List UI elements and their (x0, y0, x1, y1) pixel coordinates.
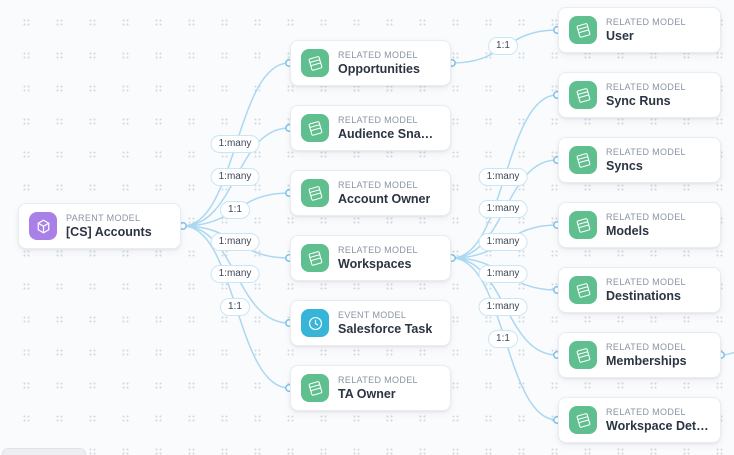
stack-icon (569, 146, 597, 174)
node-name: Destinations (606, 288, 682, 303)
node-type-label: RELATED MODEL (606, 276, 686, 287)
node-name: TA Owner (338, 386, 396, 401)
bottom-left-panel[interactable] (2, 448, 86, 455)
node-name: Workspaces (338, 256, 412, 271)
cube-icon (29, 212, 57, 240)
node-type-label: RELATED MODEL (606, 16, 686, 27)
edge-cardinality-label: 1:many (210, 233, 260, 251)
node-type-label: RELATED MODEL (338, 114, 418, 125)
node-name: [CS] Accounts (66, 224, 152, 239)
node-type-label: RELATED MODEL (606, 211, 686, 222)
node-type-label: RELATED MODEL (606, 81, 686, 92)
node-name: Models (606, 223, 650, 238)
node-type-label: RELATED MODEL (606, 406, 686, 417)
edge-cardinality-label: 1:many (478, 298, 528, 316)
edge-cardinality-label: 1:many (478, 168, 528, 186)
node-name: Sync Runs (606, 93, 671, 108)
node-sync-runs[interactable]: RELATED MODEL Sync Runs (558, 72, 721, 118)
stack-icon (301, 49, 329, 77)
node-type-label: RELATED MODEL (606, 341, 686, 352)
stack-icon (301, 374, 329, 402)
stack-icon (301, 179, 329, 207)
stack-icon (301, 244, 329, 272)
node-type-label: RELATED MODEL (338, 49, 418, 60)
node-name: Memberships (606, 353, 687, 368)
node-opportunities[interactable]: RELATED MODEL Opportunities (290, 40, 451, 86)
node-type-label: PARENT MODEL (66, 212, 141, 223)
edge-cardinality-label: 1:1 (220, 298, 250, 316)
node-models[interactable]: RELATED MODEL Models (558, 202, 721, 248)
edge-cardinality-label: 1:1 (220, 201, 250, 219)
node-name: User (606, 28, 634, 43)
edge-cardinality-label: 1:many (210, 265, 260, 283)
edge-cardinality-label: 1:many (210, 135, 260, 153)
node-salesforce-task[interactable]: EVENT MODEL Salesforce Task (290, 300, 451, 346)
edge-cardinality-label: 1:1 (488, 37, 518, 55)
edge-cardinality-label: 1:many (210, 168, 260, 186)
node-name: Account Owner (338, 191, 431, 206)
node-user[interactable]: RELATED MODEL User (558, 7, 721, 53)
node-cs-accounts[interactable]: PARENT MODEL [CS] Accounts (18, 203, 181, 249)
stack-icon (569, 81, 597, 109)
node-name: Opportunities (338, 61, 420, 76)
node-type-label: RELATED MODEL (338, 374, 418, 385)
node-account-owner[interactable]: RELATED MODEL Account Owner (290, 170, 451, 216)
node-workspaces[interactable]: RELATED MODEL Workspaces (290, 235, 451, 281)
edge-cardinality-label: 1:many (478, 233, 528, 251)
stack-icon (569, 276, 597, 304)
node-name: Audience Snapshot (338, 126, 440, 141)
node-name: Syncs (606, 158, 643, 173)
node-type-label: RELATED MODEL (338, 244, 418, 255)
node-type-label: RELATED MODEL (606, 146, 686, 157)
edge-cardinality-label: 1:many (478, 265, 528, 283)
stack-icon (569, 16, 597, 44)
stack-icon (569, 341, 597, 369)
node-workspace-details[interactable]: RELATED MODEL Workspace Details (558, 397, 721, 443)
stack-icon (569, 406, 597, 434)
edge-cardinality-label: 1:many (478, 200, 528, 218)
node-type-label: RELATED MODEL (338, 179, 418, 190)
node-name: Salesforce Task (338, 321, 433, 336)
node-syncs[interactable]: RELATED MODEL Syncs (558, 137, 721, 183)
stack-icon (301, 114, 329, 142)
node-memberships[interactable]: RELATED MODEL Memberships (558, 332, 721, 378)
node-destinations[interactable]: RELATED MODEL Destinations (558, 267, 721, 313)
stack-icon (569, 211, 597, 239)
node-audience-snapshot[interactable]: RELATED MODEL Audience Snapshot (290, 105, 451, 151)
clock-icon (301, 309, 329, 337)
node-ta-owner[interactable]: RELATED MODEL TA Owner (290, 365, 451, 411)
node-type-label: EVENT MODEL (338, 309, 407, 320)
node-name: Workspace Details (606, 418, 710, 433)
edge-cardinality-label: 1:1 (488, 330, 518, 348)
